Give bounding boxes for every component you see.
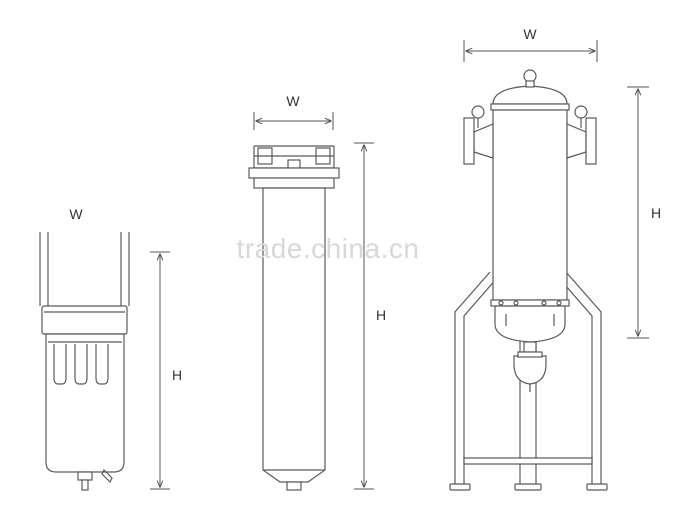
height-label: H [172,367,182,383]
vessel-filter-on-stand: W [449,26,661,491]
cartridge-filter-housing: W H [248,93,386,491]
width-dimension [463,40,598,62]
height-label: H [376,307,386,323]
height-dimension [150,251,170,490]
height-label: H [651,205,661,221]
height-dimension [354,142,374,490]
watermark-text: trade.china.cn [237,233,420,264]
width-dimension [253,112,334,130]
height-dimension [627,86,649,339]
width-label: W [286,93,300,109]
compressed-air-filter: W H [39,206,182,491]
width-label: W [523,26,537,42]
width-label: W [69,206,83,222]
